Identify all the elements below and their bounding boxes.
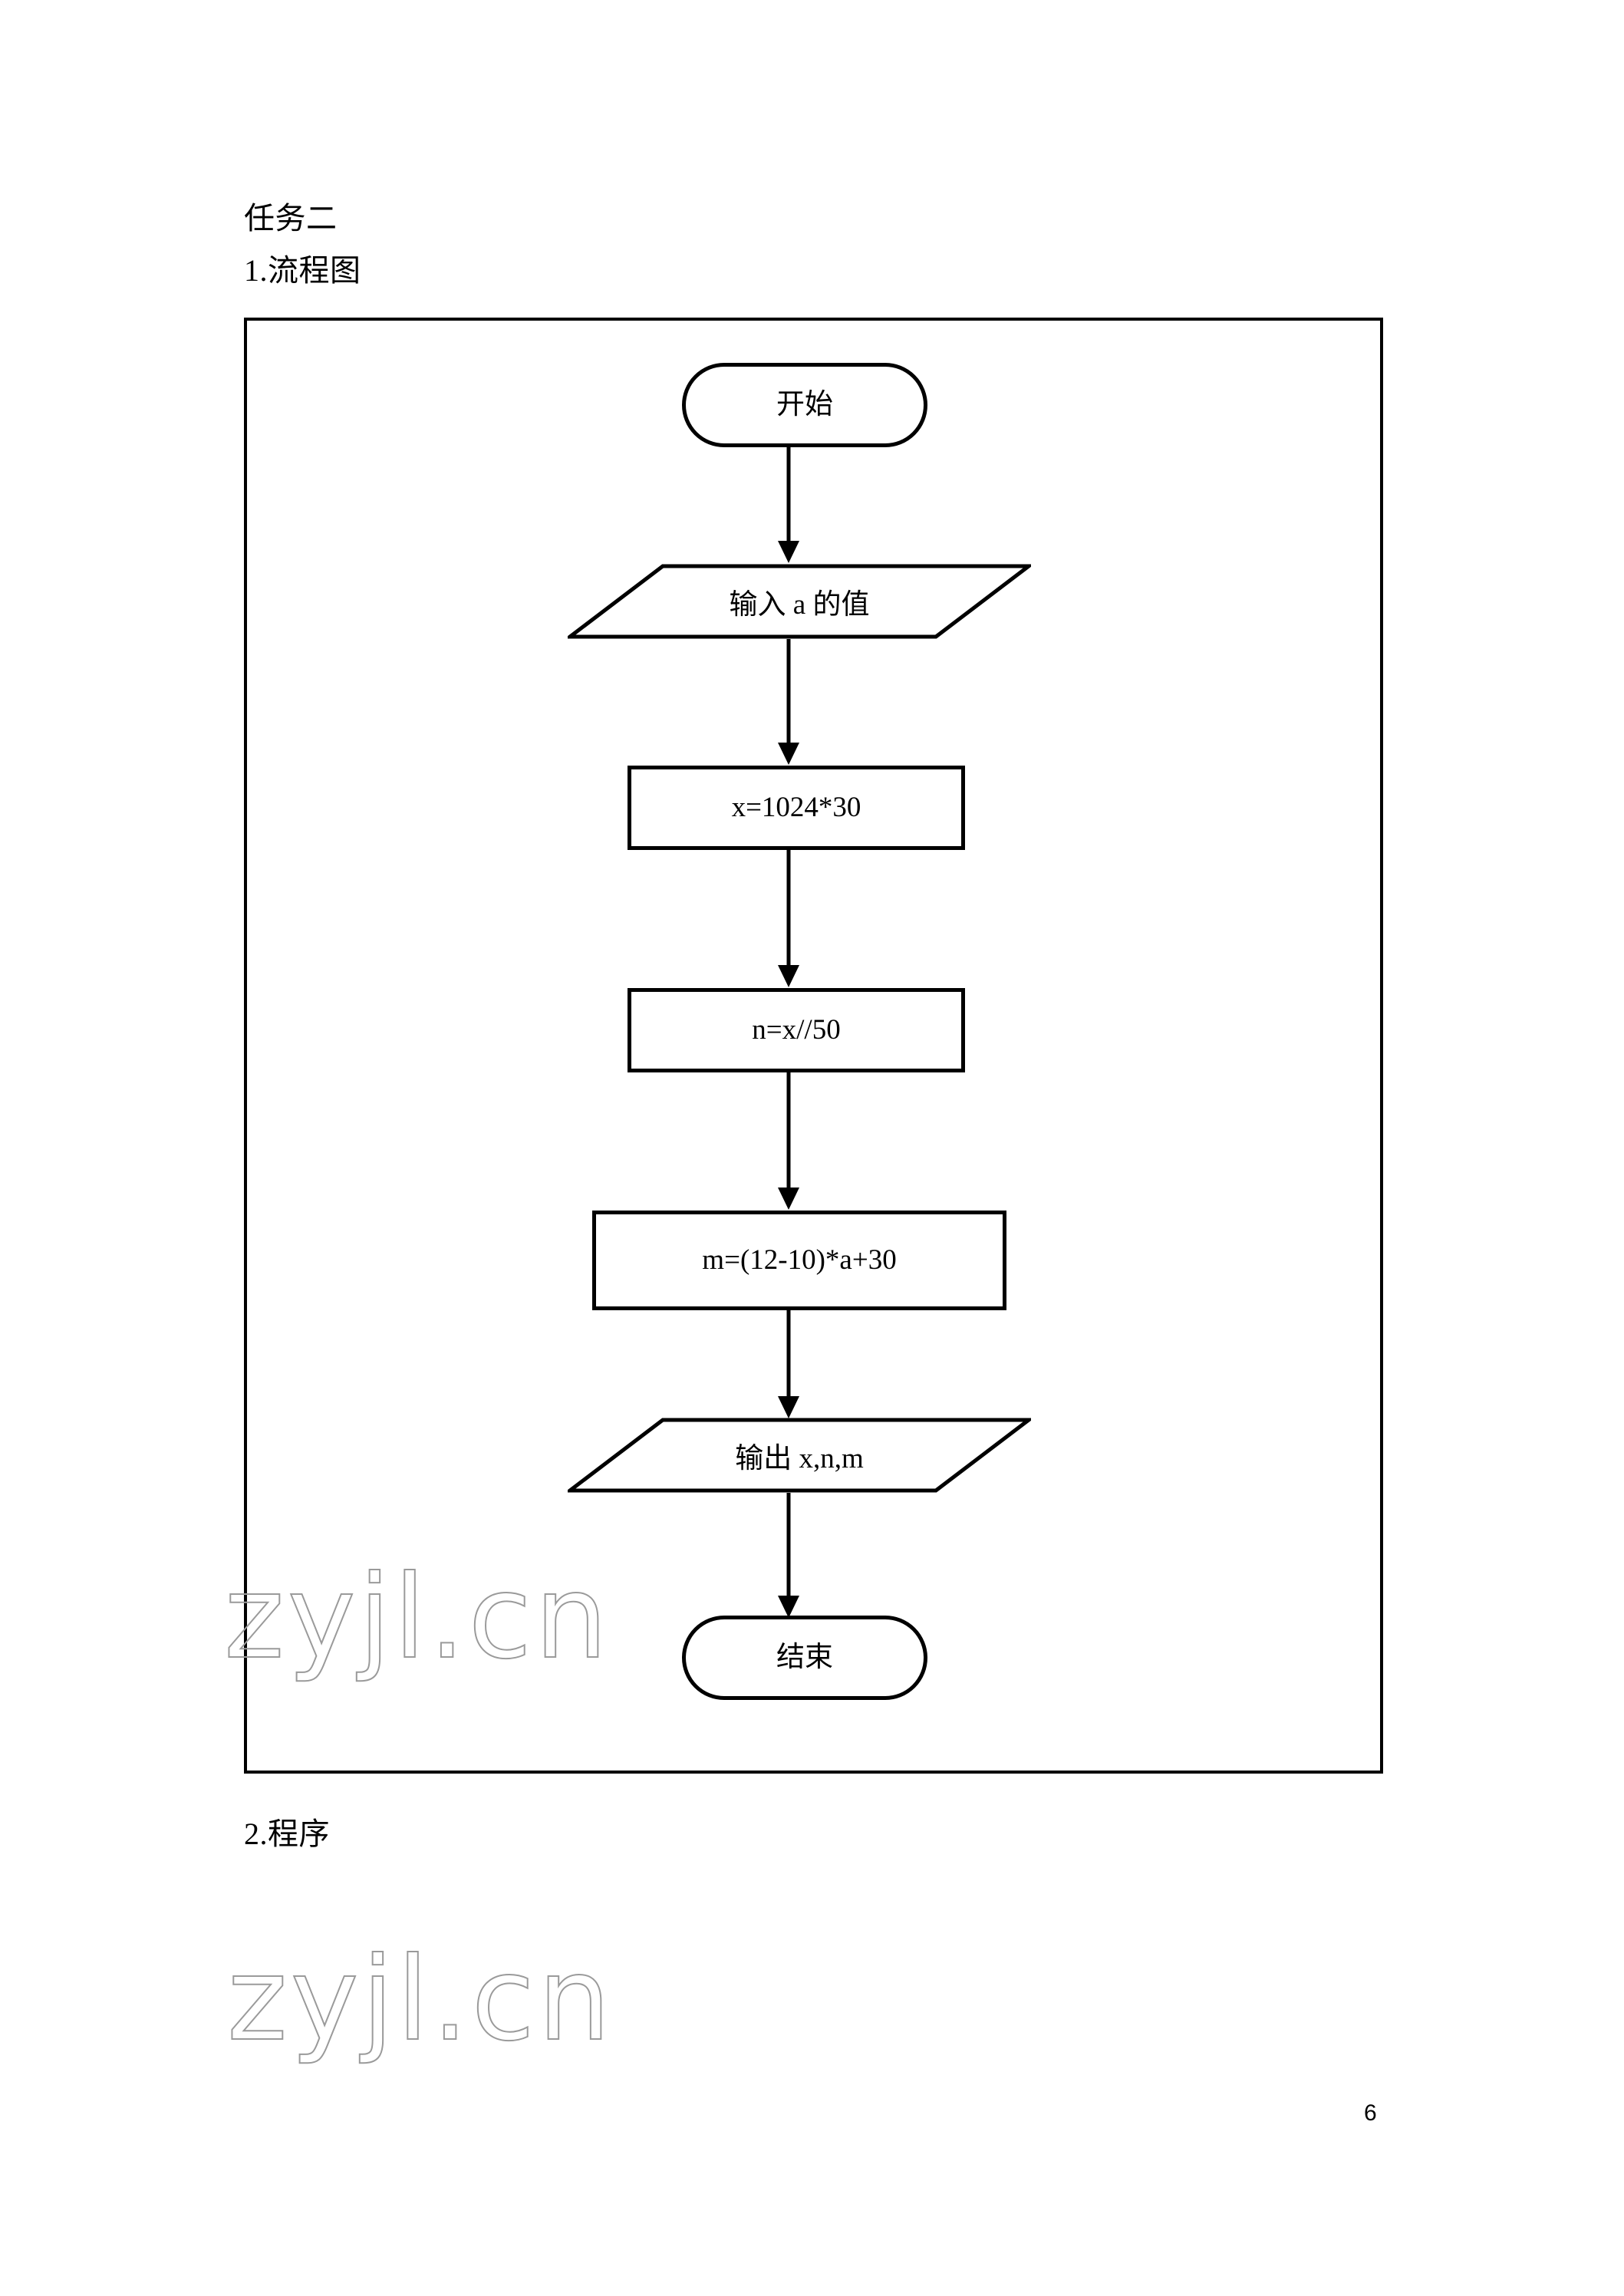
flowchart-frame <box>244 318 1383 1774</box>
flow-node-input[interactable]: 输入 a 的值 <box>568 564 1031 639</box>
flow-connector-input-to-calcx <box>776 639 802 766</box>
page-number: 6 <box>1364 2100 1377 2126</box>
task-heading: 任务二 <box>244 201 338 236</box>
flow-node-calc-n-label: n=x//50 <box>752 1013 841 1046</box>
section-heading-program: 2.程序 <box>244 1817 330 1851</box>
flow-connector-start-to-input <box>776 447 802 564</box>
flow-node-input-label: 输入 a 的值 <box>729 589 870 621</box>
flow-node-output-label: 输出 x,n,m <box>735 1443 864 1474</box>
flow-node-calc-m-label: m=(12-10)*a+30 <box>702 1244 897 1276</box>
section-heading-flowchart: 1.流程图 <box>244 253 361 288</box>
flow-connector-output-to-end <box>776 1493 802 1619</box>
flow-node-output[interactable]: 输出 x,n,m <box>568 1418 1031 1493</box>
flow-connector-calcx-to-calcn <box>776 850 802 988</box>
flow-node-end[interactable]: 结束 <box>682 1616 927 1700</box>
flow-node-calc-n[interactable]: n=x//50 <box>628 988 965 1072</box>
watermark-zyjl-top: zyjl.cn <box>223 1550 611 1685</box>
flow-node-calc-m[interactable]: m=(12-10)*a+30 <box>592 1211 1006 1310</box>
flow-connector-calcn-to-calcm <box>776 1072 802 1211</box>
watermark-zyjl-bottom: zyjl.cn <box>226 1932 614 2067</box>
flow-node-start[interactable]: 开始 <box>682 363 927 447</box>
flow-node-calc-x-label: x=1024*30 <box>731 791 861 823</box>
flow-node-end-label: 结束 <box>776 1641 833 1673</box>
flow-node-calc-x[interactable]: x=1024*30 <box>628 766 965 850</box>
flow-node-start-label: 开始 <box>776 388 833 420</box>
flow-connector-calcm-to-output <box>776 1310 802 1419</box>
